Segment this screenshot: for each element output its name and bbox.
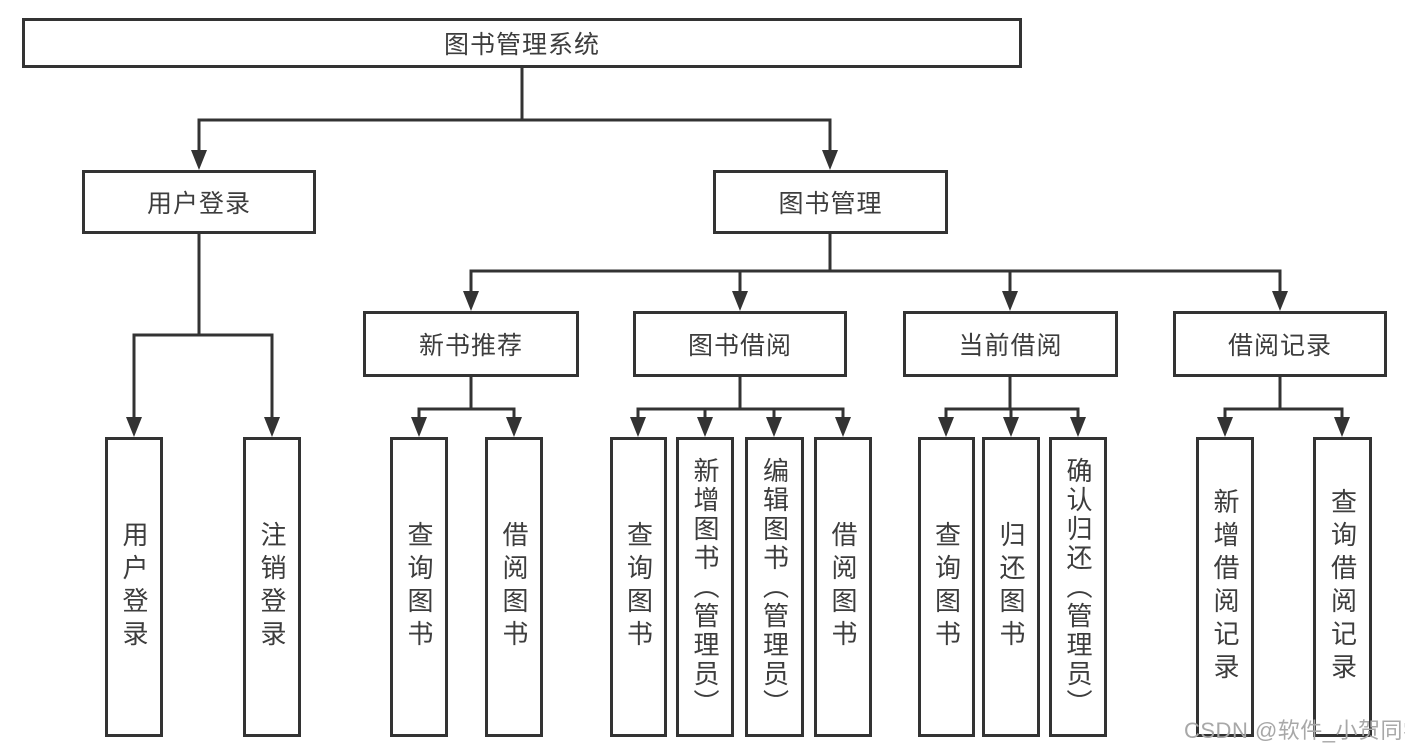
leaf-user-login: 用户登录 [105, 437, 163, 737]
node-label: 图书管理 [778, 190, 883, 218]
node-label: 当前借阅 [958, 332, 1063, 360]
node-library-system: 图书管理系统 [22, 18, 1022, 68]
node-new-book-recommend: 新书推荐 [363, 311, 579, 377]
leaf-borrow-books-recommend: 借阅图书 [485, 437, 543, 737]
node-book-borrowing: 图书借阅 [633, 311, 847, 377]
node-label: 查询图书 [931, 521, 962, 653]
leaf-query-books-recommend: 查询图书 [390, 437, 448, 737]
node-book-management: 图书管理 [713, 170, 948, 234]
node-label: 图书借阅 [687, 332, 792, 360]
leaf-edit-books-admin: 编辑图书（管理员） [745, 437, 804, 737]
node-current-borrowing: 当前借阅 [903, 311, 1118, 377]
node-user-login: 用户登录 [82, 170, 316, 234]
node-label: 编辑图书（管理员） [759, 456, 790, 718]
csdn-watermark: CSDN @软件_小贺同学 [1184, 718, 1405, 743]
leaf-confirm-return-admin: 确认归还（管理员） [1049, 437, 1107, 737]
leaf-query-borrow-record: 查询借阅记录 [1313, 437, 1372, 737]
node-label: 查询借阅记录 [1327, 488, 1358, 686]
leaf-add-borrow-record: 新增借阅记录 [1196, 437, 1254, 737]
leaf-return-books: 归还图书 [982, 437, 1040, 737]
node-label: 确认归还（管理员） [1063, 456, 1093, 718]
node-label: 查询图书 [623, 521, 654, 653]
node-borrowing-records: 借阅记录 [1173, 311, 1387, 377]
node-label: 新增图书（管理员） [690, 456, 720, 718]
leaf-add-books-admin: 新增图书（管理员） [676, 437, 734, 737]
node-label: 用户登录 [146, 190, 251, 218]
node-label: 新书推荐 [418, 332, 523, 360]
leaf-query-books-current: 查询图书 [918, 437, 975, 737]
tree-edges [132, 66, 1344, 423]
node-label: 图书管理系统 [443, 31, 600, 59]
node-label: 借阅图书 [499, 521, 529, 653]
leaf-borrow-books: 借阅图书 [814, 437, 872, 737]
node-label: 归还图书 [996, 521, 1026, 653]
node-label: 新增借阅记录 [1210, 488, 1240, 686]
leaf-query-books-borrow: 查询图书 [610, 437, 667, 737]
node-label: 借阅记录 [1227, 332, 1332, 360]
node-label: 用户登录 [119, 521, 149, 653]
node-label: 注销登录 [257, 521, 287, 653]
node-label: 借阅图书 [828, 521, 858, 653]
arrowhead-icons [126, 150, 1350, 437]
leaf-logout: 注销登录 [243, 437, 301, 737]
node-label: 查询图书 [404, 521, 434, 653]
